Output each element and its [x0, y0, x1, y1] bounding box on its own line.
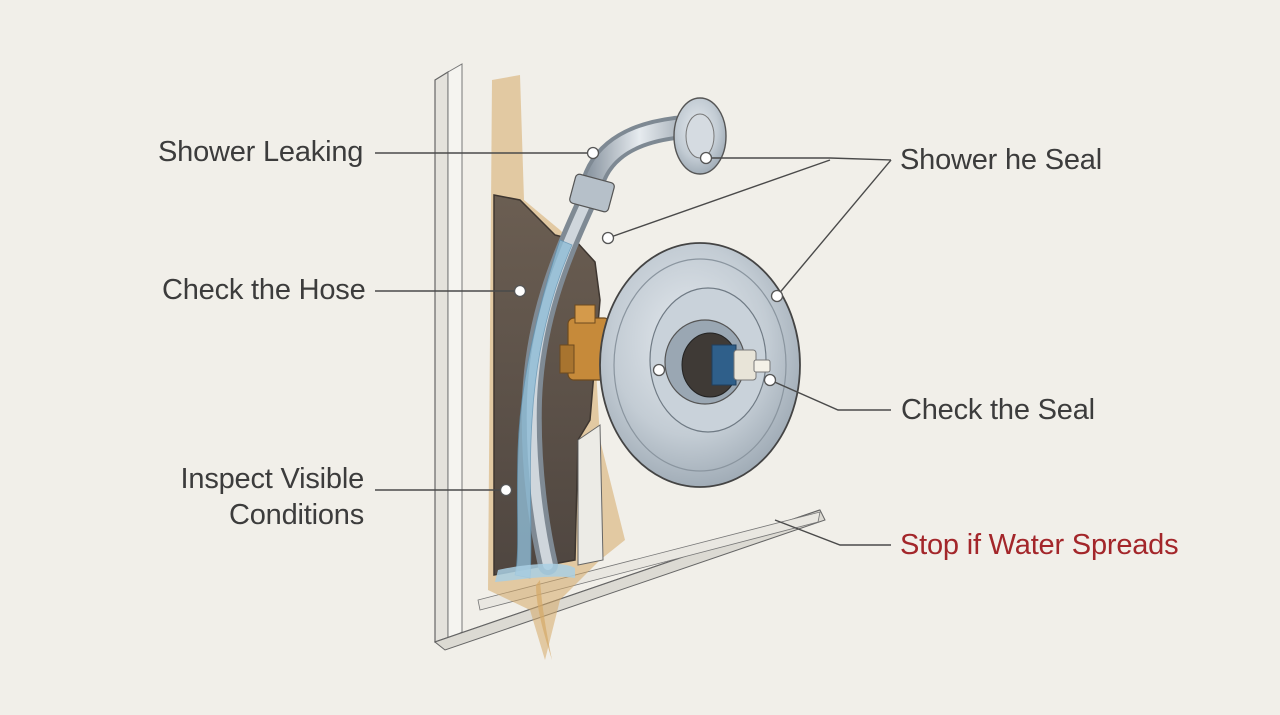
label-check-the-hose: Check the Hose [162, 274, 366, 306]
shower-flange-icon [673, 97, 727, 175]
label-inspect-line-1: Inspect Visible [180, 463, 365, 495]
label-inspect-visible-conditions: Inspect Visible Conditions [168, 461, 365, 533]
valve-cartridge-icon [681, 332, 771, 398]
shower-arm-icon [569, 114, 712, 213]
callout-dots [499, 146, 784, 497]
label-shower-leaking: Shower Leaking [158, 136, 364, 168]
label-inspect-line-2: Conditions [228, 499, 364, 531]
label-stop-if-water-spreads: Stop if Water Spreads [900, 529, 1179, 561]
label-check-the-seal: Check the Seal [901, 394, 1095, 426]
label-shower-seal: Shower he Seal [900, 144, 1102, 176]
leader-lines [375, 152, 892, 546]
